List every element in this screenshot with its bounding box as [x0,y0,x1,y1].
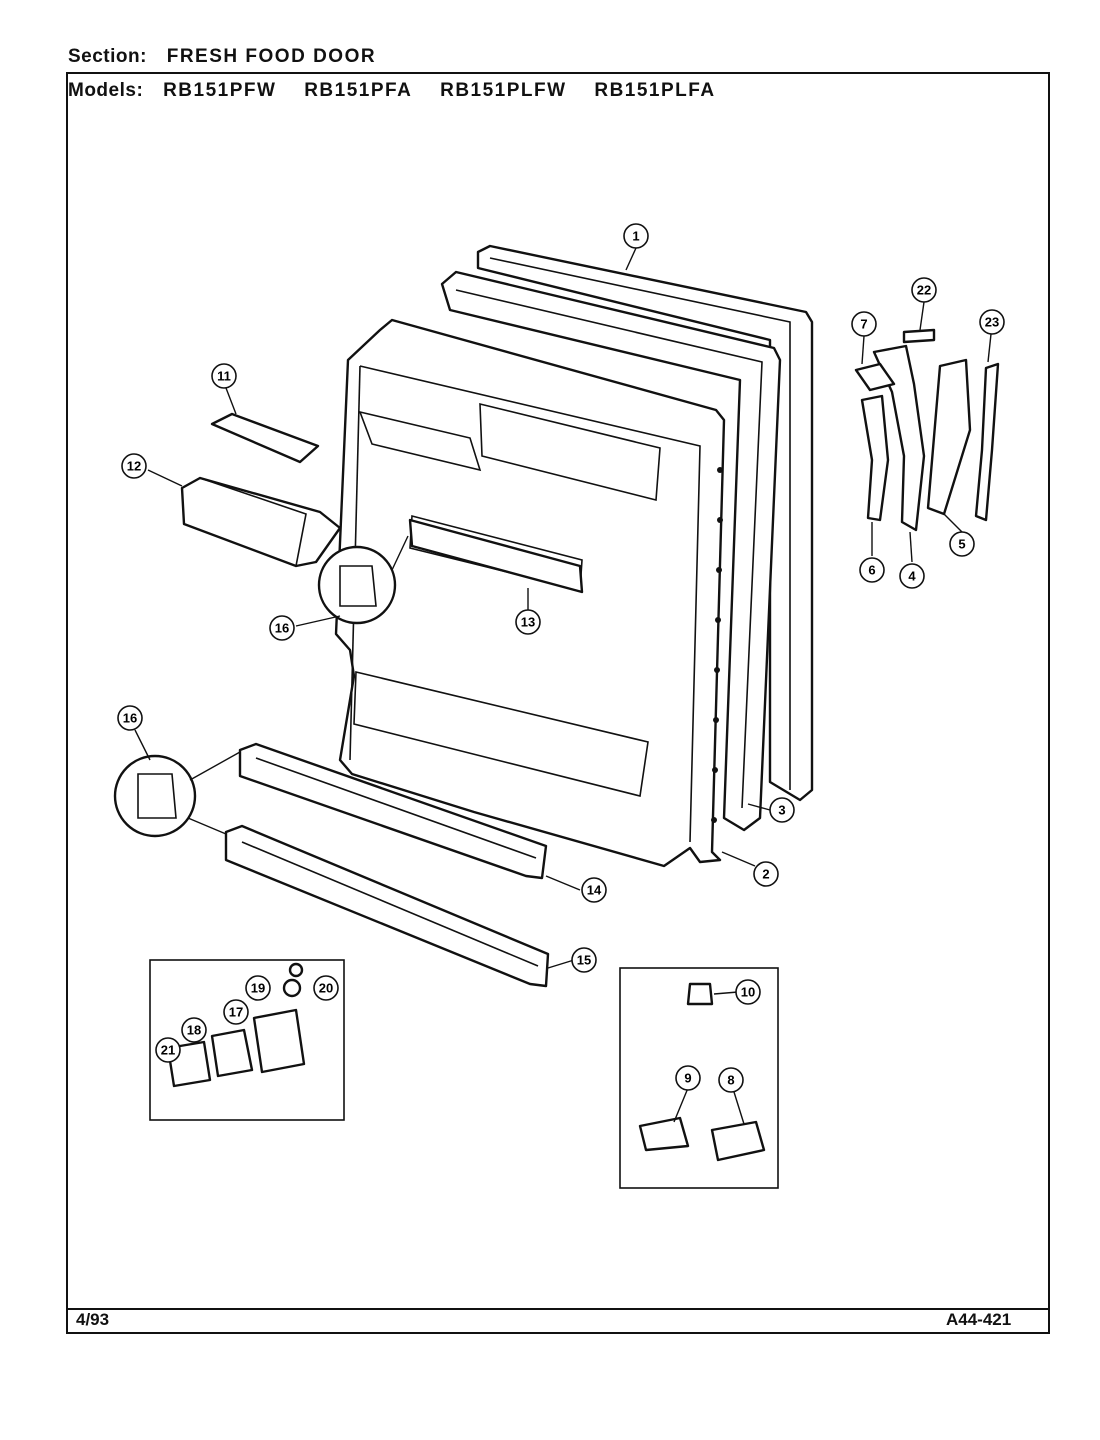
callout-6-label: 6 [868,563,875,578]
leader-lines [134,247,992,1125]
callout-10: 10 [735,979,761,1005]
hinge-cover-5 [926,358,972,516]
bar-end-cap-detail-a [317,535,409,625]
outer-door-panel [476,244,814,802]
callout-7-label: 7 [860,317,867,332]
callout-9-label: 9 [684,1071,691,1086]
inset-hinge-parts [149,959,345,1121]
footer-date: 4/93 [76,1310,110,1329]
models-heading: Models: RB151PFW RB151PFA RB151PLFW RB15… [68,80,738,102]
callout-15-label: 15 [577,953,591,968]
door-liner [334,318,726,868]
model-4: RB151PLFA [594,80,716,101]
callout-20-label: 20 [319,981,333,996]
model-1: RB151PFW [163,80,277,101]
callout-11-label: 11 [217,369,231,384]
inset-door-parts [619,967,779,1189]
callout-5-label: 5 [958,537,965,552]
callout-13: 13 [515,609,541,635]
callout-15: 15 [571,947,597,973]
section-value: FRESH FOOD DOOR [166,46,377,67]
shelf-bar-15 [224,824,550,988]
door-gasket [440,270,782,832]
callout-16a-label: 16 [275,621,289,636]
callout-23-label: 23 [985,315,999,330]
callout-6: 6 [859,557,885,583]
callout-12-label: 12 [127,459,141,474]
callout-22-label: 22 [917,283,931,298]
callout-19-label: 19 [251,981,265,996]
callout-16a: 16 [269,615,295,641]
callout-8-label: 8 [727,1073,734,1088]
callout-21-label: 21 [161,1043,175,1058]
callout-20: 20 [313,975,339,1001]
shelf-bar-14 [238,742,548,880]
callout-2: 2 [753,861,779,887]
callout-12: 12 [121,453,147,479]
callout-2-label: 2 [762,867,769,882]
hinge-6 [860,394,890,522]
gasket-strip-23 [974,362,1000,522]
model-2: RB151PFA [304,80,413,101]
callout-10-label: 10 [741,985,755,1000]
bar-end-cap-detail-b [113,751,241,838]
callout-3: 3 [769,797,795,823]
models-label: Models: [68,80,144,101]
callout-4-label: 4 [908,569,916,584]
callout-17: 17 [223,999,249,1025]
callout-14: 14 [581,877,607,903]
model-3: RB151PLFW [440,80,567,101]
shelf-bar-13 [408,518,584,594]
callout-17-label: 17 [229,1005,243,1020]
callout-22: 22 [911,277,937,303]
callout-4: 4 [899,563,925,589]
callout-18-label: 18 [187,1023,201,1038]
callout-21: 21 [155,1037,181,1063]
callout-13-label: 13 [521,615,535,630]
callout-16b: 16 [117,705,143,731]
hinge-4 [872,344,926,532]
callout-5: 5 [949,531,975,557]
diagram-frame [66,72,1050,1334]
callout-9: 9 [675,1065,701,1091]
callout-16b-label: 16 [123,711,137,726]
footer-code: A44-421 [946,1310,1012,1329]
callout-19: 19 [245,975,271,1001]
callout-7: 7 [851,311,877,337]
dairy-compartment [180,476,342,568]
callout-11: 11 [211,363,237,389]
section-label: Section: [68,46,147,67]
callout-1-label: 1 [632,229,639,244]
footer-divider [66,1308,1050,1310]
callout-18: 18 [181,1017,207,1043]
callout-23: 23 [979,309,1005,335]
callout-3-label: 3 [778,803,785,818]
callout-1: 1 [623,223,649,249]
hinge-plate-7 [854,362,896,392]
callout-8: 8 [718,1067,744,1093]
section-heading: Section: FRESH FOOD DOOR [68,46,376,68]
butter-door [210,412,320,464]
callout-14-label: 14 [587,883,602,898]
shim-22 [902,328,936,344]
